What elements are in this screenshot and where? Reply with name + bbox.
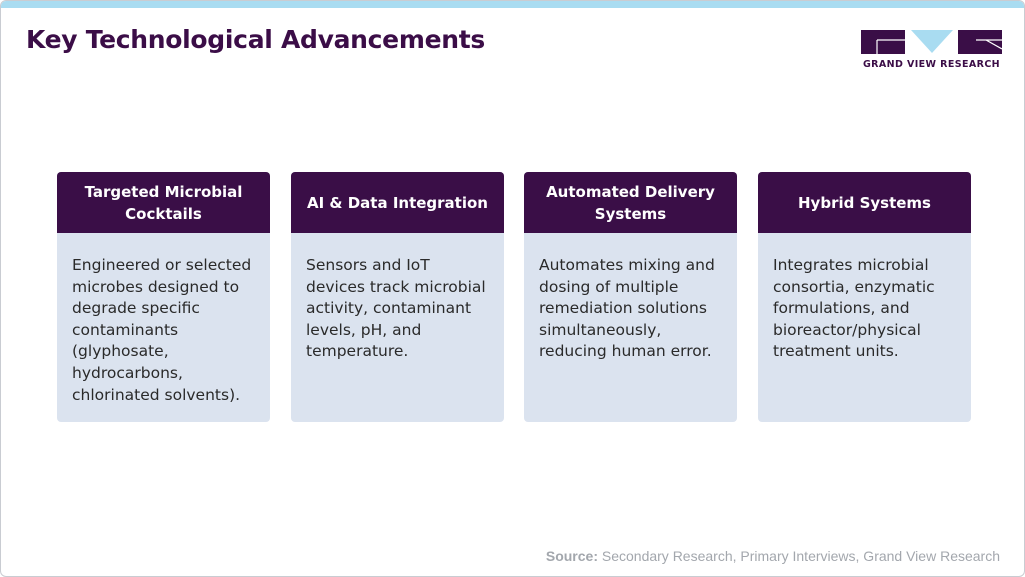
card-description: Sensors and IoT devices track microbial … bbox=[306, 256, 486, 361]
source-label: Source: bbox=[545, 548, 598, 564]
source-note: Source: Secondary Research, Primary Inte… bbox=[546, 548, 1000, 564]
grand-view-research-logo: GRAND VIEW RESEARCH bbox=[861, 30, 1002, 72]
card-title: Automated Delivery Systems bbox=[546, 182, 715, 223]
card-hybrid-systems: Hybrid Systems Integrates microbial cons… bbox=[758, 172, 971, 422]
card-description: Engineered or selected microbes designed… bbox=[72, 256, 252, 404]
page-title: Key Technological Advancements bbox=[26, 25, 485, 54]
top-accent-bar bbox=[1, 1, 1024, 8]
card-targeted-microbial-cocktails: Targeted Microbial Cocktails Engineered … bbox=[57, 172, 270, 422]
card-description: Automates mixing and dosing of multiple … bbox=[539, 256, 715, 361]
card-title: AI & Data Integration bbox=[307, 193, 488, 212]
source-text: Secondary Research, Primary Interviews, … bbox=[597, 548, 1000, 564]
card-ai-data-integration: AI & Data Integration Sensors and IoT de… bbox=[291, 172, 504, 422]
card-title: Hybrid Systems bbox=[798, 193, 931, 212]
card-header: Automated Delivery Systems bbox=[524, 172, 737, 233]
card-title: Targeted Microbial Cocktails bbox=[84, 182, 243, 223]
card-header: AI & Data Integration bbox=[291, 172, 504, 233]
card-header: Targeted Microbial Cocktails bbox=[57, 172, 270, 233]
card-automated-delivery-systems: Automated Delivery Systems Automates mix… bbox=[524, 172, 737, 422]
card-description: Integrates microbial consortia, enzymati… bbox=[773, 256, 935, 361]
logo-wordmark: GRAND VIEW RESEARCH bbox=[862, 59, 1001, 70]
card-header: Hybrid Systems bbox=[758, 172, 971, 233]
gvr-logo-icon bbox=[861, 30, 1002, 54]
